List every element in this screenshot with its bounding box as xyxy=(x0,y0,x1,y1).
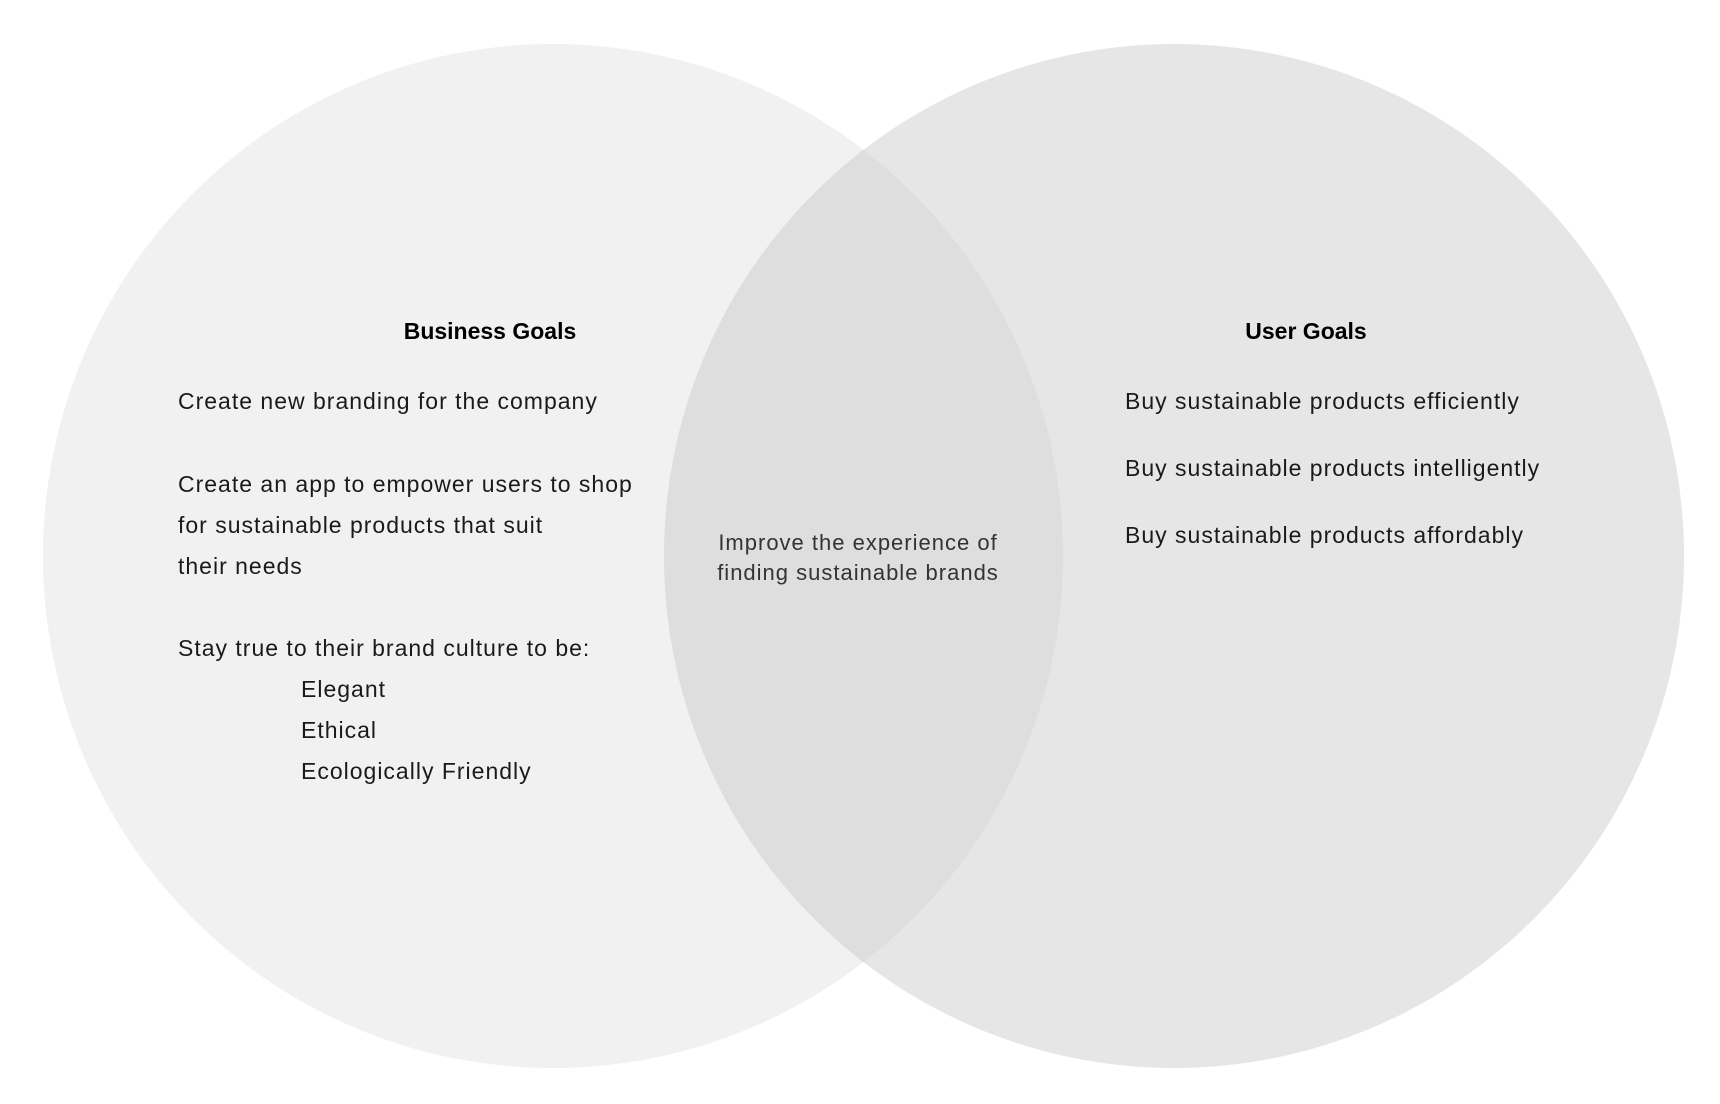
culture-trait-ecological: Ecologically Friendly xyxy=(301,758,532,784)
user-goal-affordably: Buy sustainable products affordably xyxy=(1125,522,1524,548)
business-goal-app-line-2: for sustainable products that suit xyxy=(178,512,544,538)
user-goal-efficiently: Buy sustainable products efficiently xyxy=(1125,388,1520,414)
user-goal-intelligently: Buy sustainable products intelligently xyxy=(1125,455,1541,481)
business-goal-app-line-3: their needs xyxy=(178,553,303,579)
business-goal-app-line-1: Create an app to empower users to shop xyxy=(178,471,633,497)
user-goals-heading: User Goals xyxy=(1245,318,1367,344)
overlap-region xyxy=(664,44,1063,1068)
culture-trait-ethical: Ethical xyxy=(301,717,378,743)
overlap-text-line-2: finding sustainable brands xyxy=(717,560,999,585)
business-goals-heading: Business Goals xyxy=(403,318,577,344)
business-goal-culture: Stay true to their brand culture to be: xyxy=(178,635,591,661)
culture-trait-elegant: Elegant xyxy=(301,676,387,702)
business-goal-branding: Create new branding for the company xyxy=(178,388,598,414)
overlap-text-line-1: Improve the experience of xyxy=(718,530,998,555)
